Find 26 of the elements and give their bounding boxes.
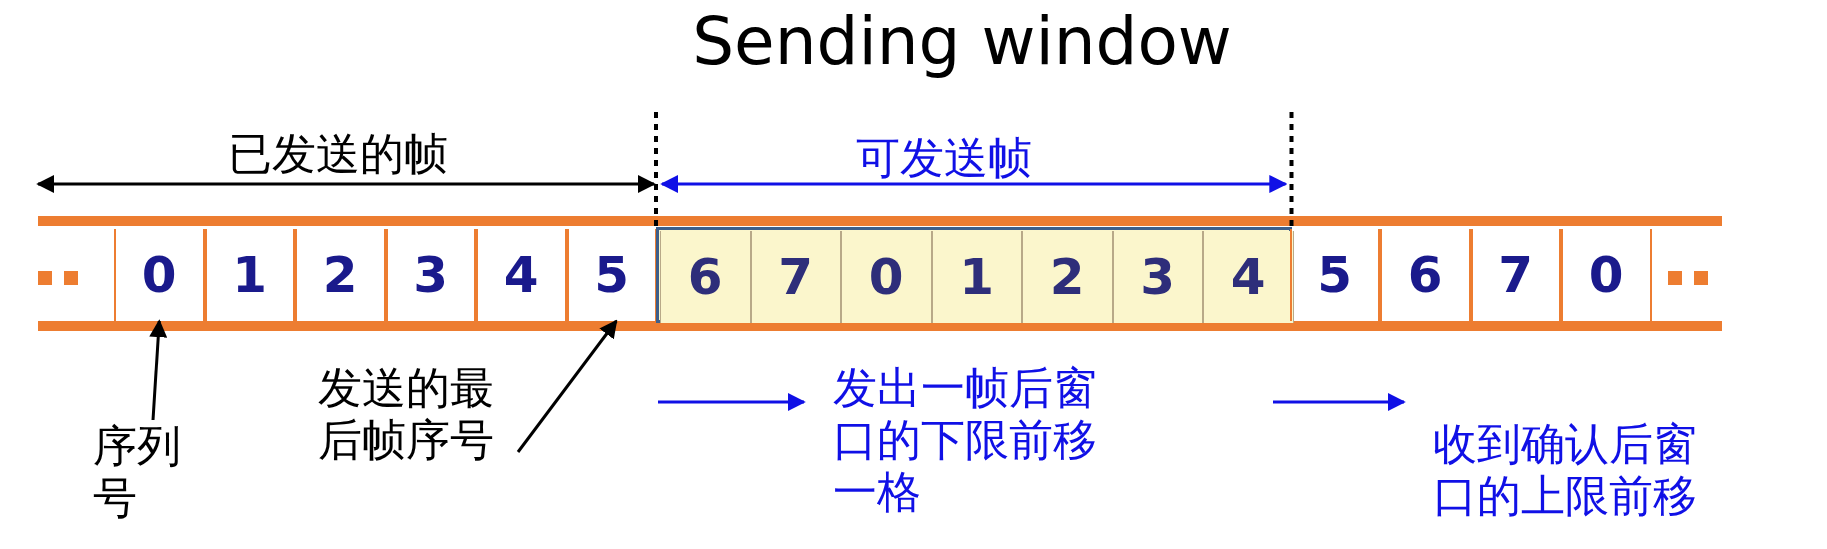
sequence-number-cell: 3 — [1112, 231, 1203, 323]
dimension-label: 可发送帧 — [855, 132, 1033, 184]
sequence-number-cell: 0 — [114, 229, 205, 321]
sequence-number-cell: 7 — [1470, 229, 1561, 321]
sequence-number-cell: 6 — [1380, 229, 1471, 321]
sequence-number-cell: 0 — [1561, 229, 1652, 321]
sequence-number-cell: 4 — [476, 229, 567, 321]
note-text: 收到确认后窗口的上限前移 — [1433, 418, 1698, 522]
sequence-number-cell: 1 — [204, 229, 295, 321]
sequence-number-cell: 5 — [1289, 229, 1380, 321]
sequence-number-cell: 2 — [1022, 231, 1113, 323]
callout-text: 发送的最后帧序号 — [318, 362, 518, 482]
sequence-number-cell: 4 — [1203, 231, 1294, 323]
leader-arrow — [516, 319, 618, 453]
dimension-label: 已发送的帧 — [227, 128, 449, 180]
sequence-number-cell: 6 — [660, 231, 751, 323]
sequence-number-cell: 2 — [295, 229, 386, 321]
sequence-number-cell: 1 — [931, 231, 1022, 323]
sequence-number-cell: 0 — [841, 231, 932, 323]
sequence-number-cell: 7 — [750, 231, 841, 323]
title: Sending window — [691, 2, 1233, 82]
leader-arrow — [149, 319, 168, 421]
callout-text: 序列号 — [93, 420, 193, 545]
window-frame — [656, 227, 1292, 323]
sequence-number-cell: 3 — [385, 229, 476, 321]
note-text: 发出一帧后窗口的下限前移一格 — [833, 362, 1098, 518]
